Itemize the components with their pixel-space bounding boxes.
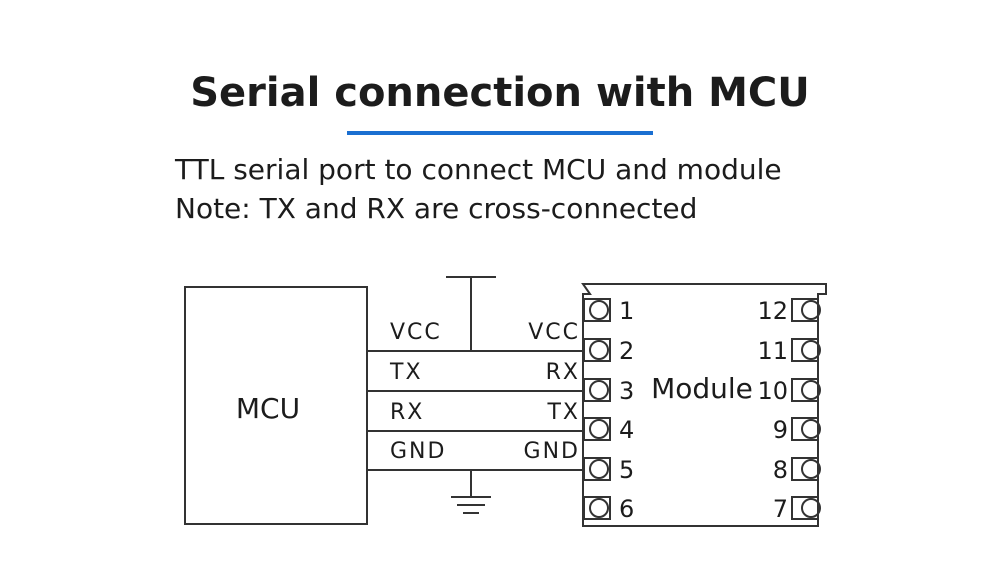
right-pin-pad <box>791 298 819 322</box>
wire-module-label: GND <box>524 439 580 464</box>
left-pin-pad <box>583 298 611 322</box>
right-pin-pad <box>791 457 819 481</box>
module-box <box>581 283 827 527</box>
wire-mcu-label: VCC <box>390 320 442 345</box>
right-pin-hole <box>801 300 821 320</box>
mcu-box <box>184 286 368 525</box>
left-pin-hole <box>589 419 609 439</box>
right-pins-group: 12 11 10 9 8 7 <box>757 297 821 523</box>
left-pin-pad <box>583 457 611 481</box>
left-pin-pad <box>583 496 611 520</box>
left-pin-pad <box>583 417 611 441</box>
right-pin-hole <box>801 498 821 518</box>
right-pin-hole <box>801 419 821 439</box>
left-pin-hole <box>589 380 609 400</box>
wire-module-label: RX <box>546 360 580 385</box>
wire-mcu-label: GND <box>390 439 446 464</box>
left-pin-number: 1 <box>619 297 634 325</box>
right-pin-hole <box>801 459 821 479</box>
subtitle-line-2: Note: TX and RX are cross-connected <box>175 192 698 225</box>
left-pin-hole <box>589 498 609 518</box>
right-pin-pad <box>791 496 819 520</box>
right-pin-pad <box>791 338 819 362</box>
right-pin-hole <box>801 380 821 400</box>
subtitle-line-1: TTL serial port to connect MCU and modul… <box>175 153 782 186</box>
title-underline <box>347 131 653 135</box>
right-pin-number: 8 <box>773 456 788 484</box>
mcu-label: MCU <box>236 392 300 425</box>
left-pin-number: 4 <box>619 416 634 444</box>
wire-mcu-label: RX <box>390 400 424 425</box>
left-pin-hole <box>589 300 609 320</box>
left-pin-number: 2 <box>619 337 634 365</box>
left-pin-hole <box>589 459 609 479</box>
left-pin-number: 6 <box>619 495 634 523</box>
left-pin-hole <box>589 340 609 360</box>
module-label: Module <box>651 372 753 405</box>
right-pin-number: 11 <box>757 337 788 365</box>
right-pin-number: 7 <box>773 495 788 523</box>
right-pin-number: 10 <box>757 377 788 405</box>
wire-mcu-label: TX <box>389 360 423 385</box>
left-pins-group: 1 2 3 4 5 6 <box>583 297 634 523</box>
left-pin-pad <box>583 338 611 362</box>
wire-module-label: VCC <box>528 320 580 345</box>
left-pin-number: 5 <box>619 456 634 484</box>
right-pin-hole <box>801 340 821 360</box>
wires-group: VCC VCC TX RX RX TX GND GND <box>367 320 583 471</box>
wire-module-label: TX <box>546 400 580 425</box>
right-pin-number: 12 <box>757 297 788 325</box>
right-pin-number: 9 <box>773 416 788 444</box>
left-pin-pad <box>583 378 611 402</box>
right-pin-pad <box>791 378 819 402</box>
left-pin-number: 3 <box>619 377 634 405</box>
right-pin-pad <box>791 417 819 441</box>
page-title: Serial connection with MCU <box>190 70 810 116</box>
